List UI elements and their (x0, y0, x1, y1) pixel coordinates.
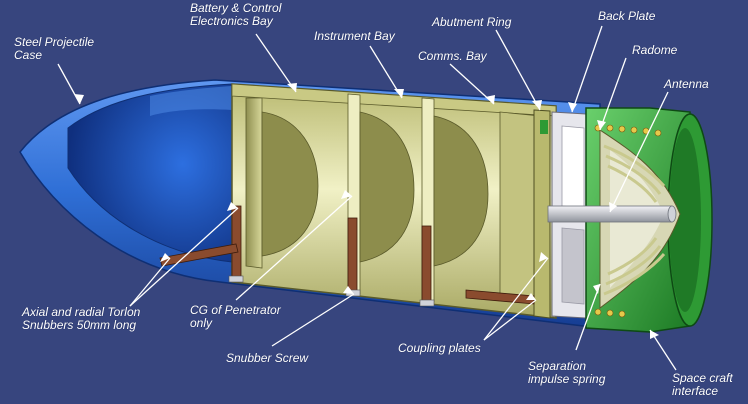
label-line: Snubbers 50mm long (22, 318, 137, 332)
snubber-screw-head (228, 275, 244, 283)
label-line: Space craft (672, 371, 733, 385)
label-separation-spring: Separation impulse spring (528, 360, 605, 386)
separation-spring (603, 144, 666, 296)
leader-arrowheads (74, 83, 659, 339)
label-line: interface (672, 384, 719, 398)
label-coupling-plates: Coupling plates (398, 341, 481, 355)
label-line: only (190, 316, 213, 330)
label-line: Electronics Bay (190, 14, 273, 28)
label-snubber-screw: Snubber Screw (226, 351, 309, 365)
label-antenna: Antenna (664, 77, 709, 91)
label-instrument-bay: Instrument Bay (314, 29, 395, 43)
label-line: Separation (528, 359, 587, 373)
snubber-screw-head (419, 299, 435, 307)
label-spacecraft-interface: Space craft interface (672, 372, 733, 398)
label-comms-bay: Comms. Bay (418, 49, 487, 63)
label-steel-projectile-case: Steel Projectile Case (14, 36, 94, 62)
label-line: Case (14, 48, 43, 62)
label-line: Battery & Control (190, 1, 282, 15)
label-line: Steel Projectile (14, 35, 95, 49)
bay-housing (231, 83, 557, 319)
label-back-plate: Back Plate (598, 9, 656, 23)
label-line: impulse spring (528, 372, 606, 386)
abutment-ring (533, 109, 551, 319)
label-cg-of-penetrator: CG of Penetrator only (190, 304, 281, 330)
battery-bay-wall (245, 97, 263, 269)
label-abutment-ring: Abutment Ring (432, 15, 512, 29)
label-torlon-snubbers: Axial and radial Torlon Snubbers 50mm lo… (22, 306, 140, 332)
interface-bolts (594, 124, 662, 318)
label-line: CG of Penetrator (190, 303, 281, 317)
antenna (547, 205, 677, 223)
label-battery-bay: Battery & Control Electronics Bay (190, 2, 281, 28)
label-line: Axial and radial Torlon (22, 305, 141, 319)
label-radome: Radome (632, 43, 678, 57)
